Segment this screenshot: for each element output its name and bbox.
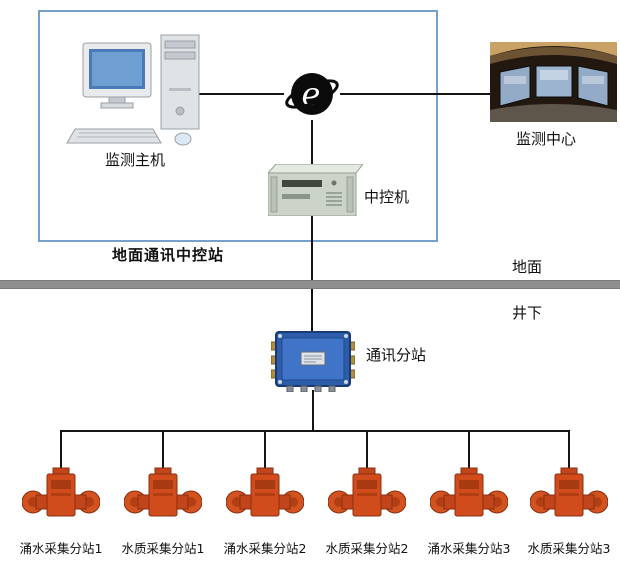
comm-substation-image <box>270 330 356 393</box>
desktop-computer-icon <box>66 34 200 146</box>
surface-label: 地面 <box>512 258 543 276</box>
flow-sensor-icon <box>225 467 305 517</box>
field-device-2 <box>123 466 203 530</box>
drop-line-4 <box>366 430 368 468</box>
bus-line <box>60 430 570 432</box>
drop-line-5 <box>468 430 470 468</box>
flow-sensor-icon <box>327 467 407 517</box>
flow-sensor-icon <box>21 467 101 517</box>
monitoring-center-image <box>490 42 617 122</box>
drop-line-6 <box>568 430 570 468</box>
monitoring-center-label: 监测中心 <box>516 130 577 148</box>
ground-divider-bar <box>0 280 620 289</box>
field-device-6-label: 水质采集分站3 <box>527 541 611 556</box>
internet-e-icon: e <box>285 73 339 115</box>
field-device-5-label: 涌水采集分站3 <box>427 541 511 556</box>
flow-sensor-icon <box>123 467 203 517</box>
control-room-photo-icon <box>490 42 617 122</box>
link-substation-to-bus <box>312 390 314 432</box>
field-device-4-label: 水质采集分站2 <box>325 541 409 556</box>
control-machine-image <box>266 163 365 217</box>
field-device-1 <box>21 466 101 530</box>
field-device-4 <box>327 466 407 530</box>
link-host-to-internet <box>199 93 284 95</box>
link-internet-to-center <box>340 93 490 95</box>
control-machine-label: 中控机 <box>364 188 410 206</box>
field-device-3 <box>225 466 305 530</box>
link-internet-to-control <box>311 120 313 166</box>
monitoring-host-image <box>65 33 205 148</box>
rack-server-icon <box>266 163 365 217</box>
substation-box-icon <box>270 331 356 393</box>
comm-substation-label: 通讯分站 <box>366 346 427 364</box>
field-device-1-label: 涌水采集分站1 <box>19 541 103 556</box>
field-device-6 <box>529 466 609 530</box>
flow-sensor-icon <box>529 467 609 517</box>
field-device-3-label: 涌水采集分站2 <box>223 541 307 556</box>
drop-line-2 <box>162 430 164 468</box>
ground-station-boundary-box <box>38 10 438 242</box>
flow-sensor-icon <box>429 467 509 517</box>
field-device-2-label: 水质采集分站1 <box>121 541 205 556</box>
monitoring-host-label: 监测主机 <box>105 151 166 169</box>
field-device-5 <box>429 466 509 530</box>
ground-station-label: 地面通讯中控站 <box>112 246 225 264</box>
internet-node: e <box>284 66 340 122</box>
link-control-to-substation <box>311 214 313 332</box>
underground-label: 井下 <box>512 304 543 322</box>
drop-line-3 <box>264 430 266 468</box>
drop-line-1 <box>60 430 62 468</box>
